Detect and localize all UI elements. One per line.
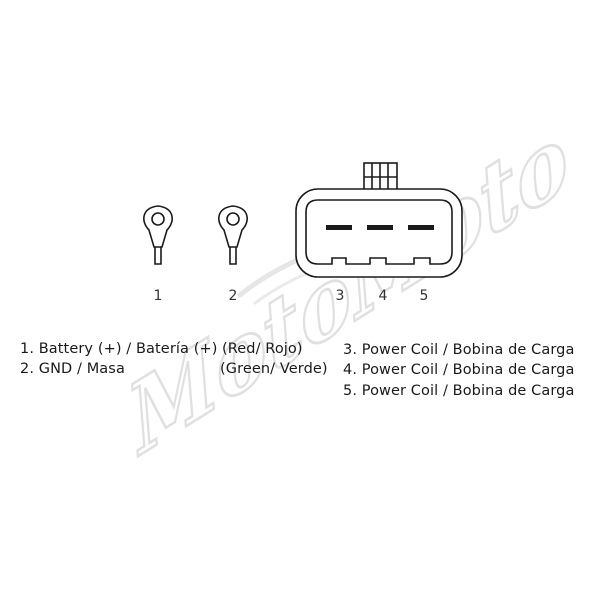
ring-terminal-1	[143, 205, 173, 265]
legend-pin-1: 1. Battery (+) / Batería (+)	[20, 341, 218, 357]
connector-pin-5	[408, 225, 434, 230]
legend-pin-5: 5. Power Coil / Bobina de Carga	[343, 383, 575, 399]
connector-housing	[295, 162, 463, 278]
connector-pin-3	[326, 225, 352, 230]
pin-label-2: 2	[228, 288, 238, 304]
ring-terminal-2	[218, 205, 248, 265]
pin-label-4: 4	[378, 288, 388, 304]
pin-label-3: 3	[335, 288, 345, 304]
legend-pin-4: 4. Power Coil / Bobina de Carga	[343, 362, 575, 378]
legend-pin-3: 3. Power Coil / Bobina de Carga	[343, 342, 575, 358]
connector-inner	[305, 199, 453, 265]
legend-pin-2: 2. GND / Masa	[20, 361, 125, 377]
pin-label-5: 5	[419, 288, 429, 304]
pin-label-1: 1	[153, 288, 163, 304]
connector-pin-4	[367, 225, 393, 230]
legend-pin-2-color: (Green/ Verde)	[220, 361, 328, 377]
connector-outer	[295, 188, 463, 278]
latch-tab	[363, 162, 398, 192]
legend-pin-1-color: (Red/ Rojo)	[222, 341, 303, 357]
